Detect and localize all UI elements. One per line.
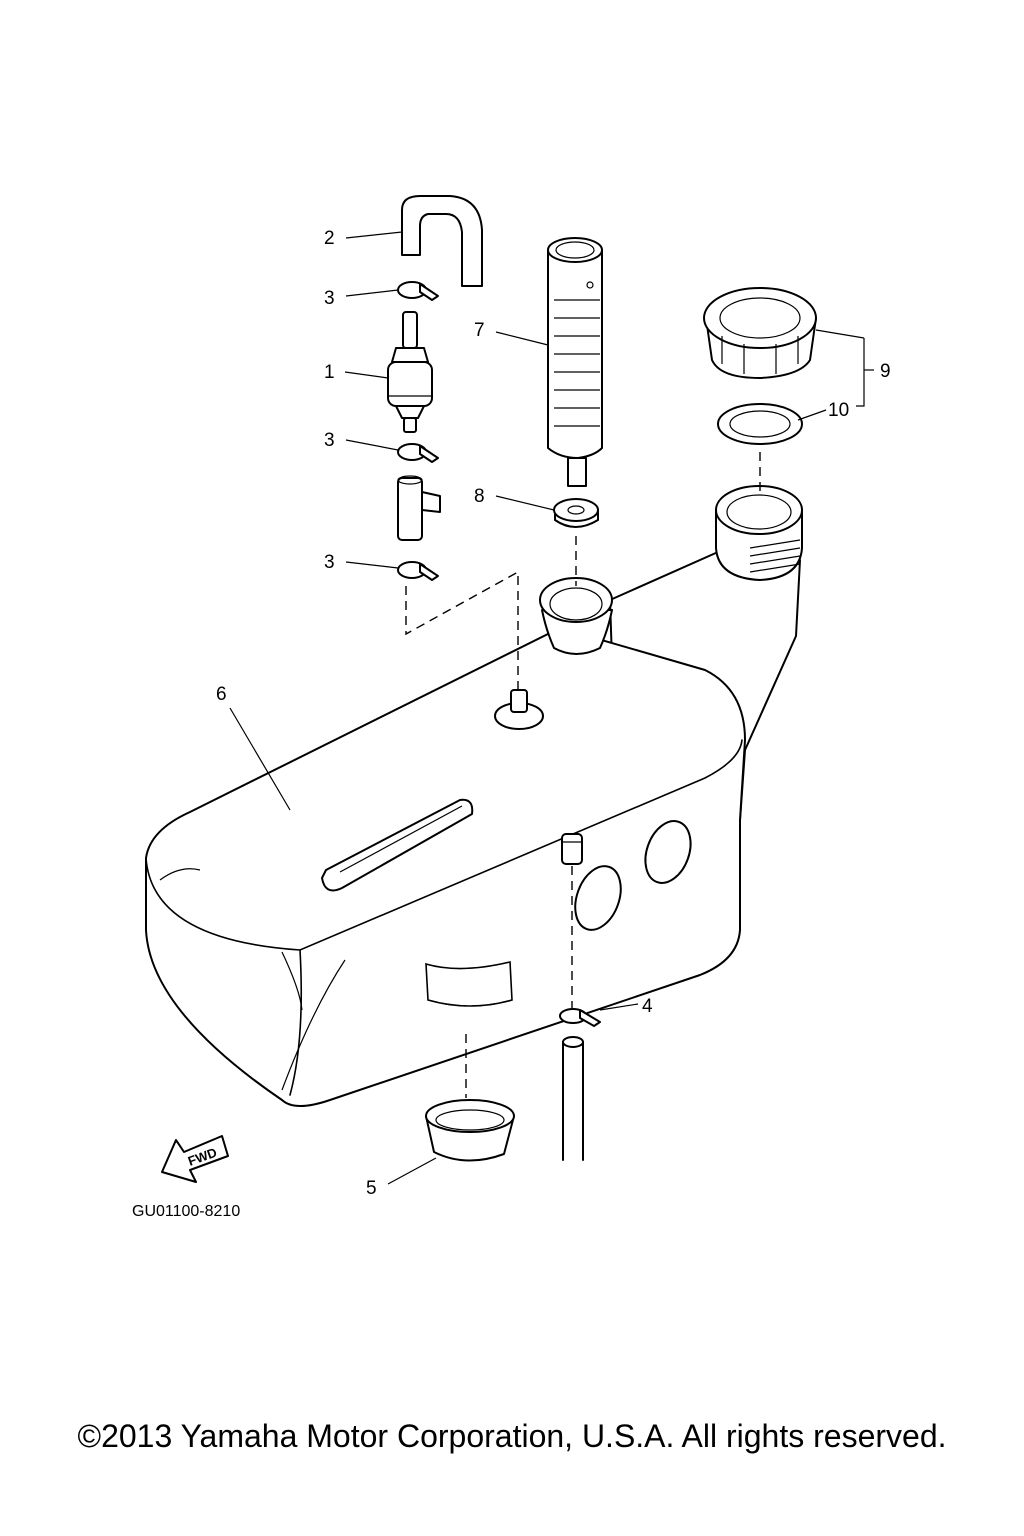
copyright-notice: ©2013 Yamaha Motor Corporation, U.S.A. A…: [77, 1418, 947, 1454]
tank-cap: [703, 287, 817, 379]
hose: [401, 195, 483, 287]
callout-10: 10: [828, 400, 849, 421]
oil-strainer: [547, 237, 603, 487]
drawing-code: GU01100-8210: [132, 1203, 240, 1220]
callout-3: 3: [324, 288, 335, 309]
callout-3: 3: [324, 552, 335, 573]
lower-hose: [562, 1036, 584, 1161]
callout-2: 2: [324, 228, 335, 249]
callout-3: 3: [324, 430, 335, 451]
filler-neck-thread: [715, 485, 803, 581]
grommet: [553, 498, 599, 528]
t-joint: [397, 475, 441, 541]
assembly-lines: [405, 452, 761, 1098]
clip: [559, 1008, 601, 1027]
fuel-filter: [387, 311, 433, 433]
callout-6: 6: [216, 684, 227, 705]
clip: [397, 281, 439, 301]
callout-1: 1: [324, 362, 335, 383]
cap-gasket: [717, 403, 803, 445]
leader-lines: [229, 231, 874, 1185]
oil-tank: [145, 551, 801, 1107]
callout-4: 4: [642, 996, 653, 1017]
callout-5: 5: [366, 1178, 377, 1199]
callout-9: 9: [880, 361, 891, 382]
callout-7: 7: [474, 320, 485, 341]
fwd-arrow-icon: FWD: [161, 1135, 229, 1183]
clip: [397, 443, 439, 463]
callout-8: 8: [474, 486, 485, 507]
drain-cap: [425, 1099, 515, 1162]
clip: [397, 561, 439, 581]
